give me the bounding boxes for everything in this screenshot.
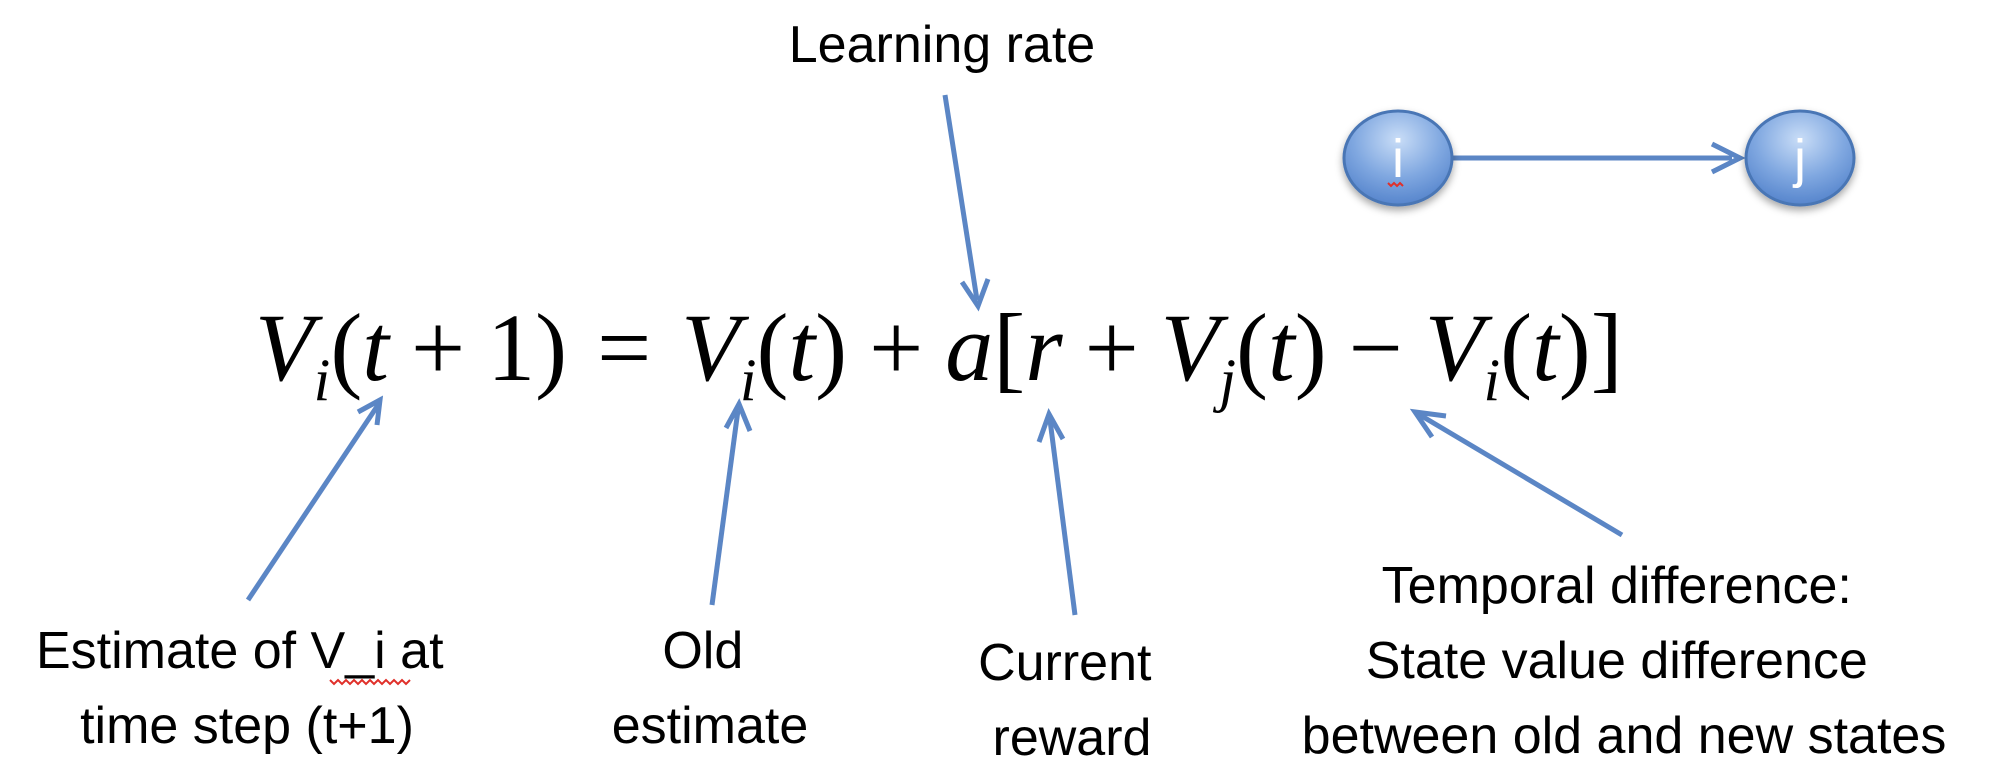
arrow-learning-rate <box>942 94 980 301</box>
arrow-estimate <box>245 403 381 602</box>
node-j <box>1744 109 1856 207</box>
learning-rate-label: Learning rate <box>789 16 1095 74</box>
arrow-old-estimate <box>709 409 741 606</box>
node-i <box>1342 109 1454 207</box>
arrow-current-reward <box>1047 419 1078 616</box>
spellcheck-underline-v-i <box>329 678 411 686</box>
current-reward-label: Current reward <box>978 634 1166 767</box>
temporal-difference-label: Temporal difference: State value differe… <box>1302 557 1947 765</box>
edge-arrowhead <box>1710 141 1746 175</box>
annotation-arrows <box>245 94 1624 616</box>
arrowhead-estimate <box>356 395 384 426</box>
arrowhead-old-estimate <box>723 398 753 432</box>
node-j-label: j <box>1792 129 1806 189</box>
td-update-equation: Vi(t+1)=Vi(t)+a[r+Vj(t)−Vi(t)] <box>255 294 1623 413</box>
node-i-label: i <box>1392 129 1404 189</box>
spellcheck-underline-node-i <box>1387 181 1404 188</box>
arrowhead-current-reward <box>1036 407 1066 443</box>
arrow-temporal-difference <box>1418 412 1624 538</box>
arrowhead-temporal-difference <box>1409 408 1447 439</box>
old-estimate-label: Old estimate <box>612 622 809 755</box>
state-graph: i j <box>1342 109 1856 207</box>
estimate-label: Estimate of V_i at time step (t+1) <box>36 622 458 755</box>
arrowhead-learning-rate <box>959 278 991 312</box>
